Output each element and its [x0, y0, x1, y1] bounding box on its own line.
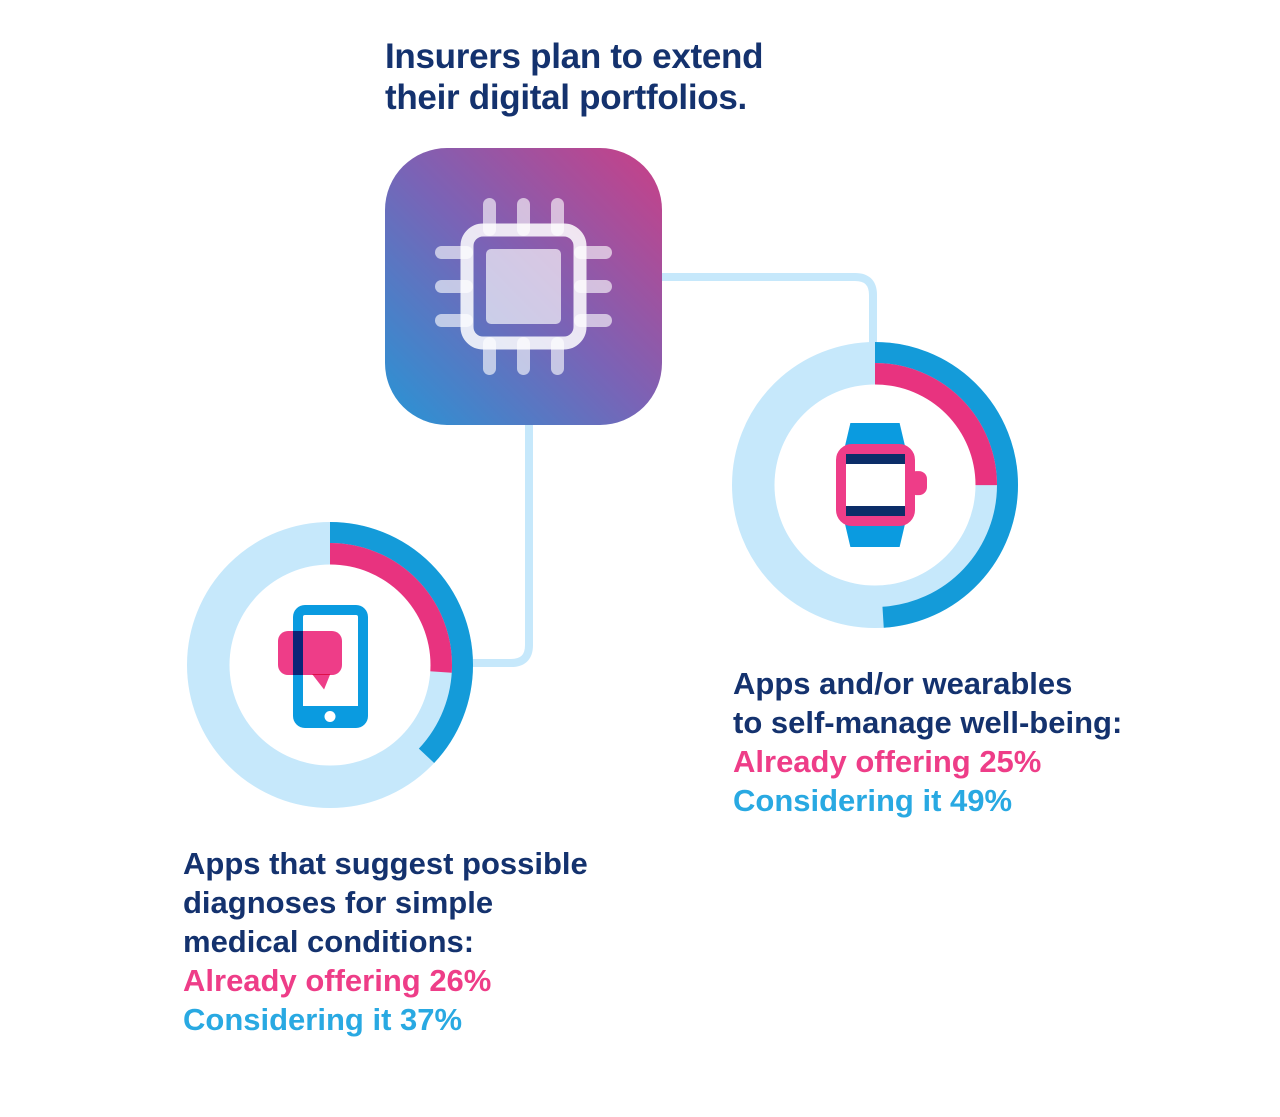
smartwatch-icon — [829, 423, 927, 547]
caption-line: Apps and/or wearables — [733, 666, 1073, 701]
watch-strap-top — [845, 423, 905, 446]
watch-body — [835, 444, 927, 526]
phone-home-button — [324, 710, 336, 722]
donut-arc-offering — [753, 363, 997, 607]
chip-outline — [460, 223, 587, 350]
smartphone-chat-bubble-icon — [277, 604, 368, 728]
watch-crown — [911, 471, 927, 496]
donut-arc-offering — [208, 543, 452, 787]
stat-considering-it: Considering it 37% — [183, 1002, 463, 1037]
chip-core — [486, 249, 561, 324]
stat-already-offering: Already offering 26% — [183, 963, 492, 998]
donut-arc-considering — [187, 522, 473, 808]
stat-considering-it: Considering it 49% — [733, 783, 1013, 818]
caption-diagnosis-apps: Apps that suggest possible diagnoses for… — [183, 844, 588, 1039]
stat-already-offering: Already offering 25% — [733, 744, 1042, 779]
donut-chart-wearables — [732, 342, 1018, 628]
watch-band-top — [845, 454, 905, 464]
caption-wearables: Apps and/or wearables to self-manage wel… — [733, 664, 1122, 820]
caption-line: diagnoses for simple — [183, 885, 494, 920]
watch-strap-bottom — [845, 524, 905, 547]
title-line-2: their digital portfolios. — [385, 78, 747, 117]
chat-bubble — [277, 630, 342, 675]
title-line-1: Insurers plan to extend — [385, 37, 764, 76]
donut-chart-diagnosis-apps — [187, 522, 473, 808]
digital-hub-tile — [385, 148, 662, 425]
page-title: Insurers plan to extend their digital po… — [385, 36, 763, 118]
connector-chip-to-phone-donut — [470, 420, 533, 667]
connector-chip-to-watch-donut — [662, 273, 877, 346]
donut-rings — [732, 342, 1018, 628]
caption-line: Apps that suggest possible — [183, 846, 588, 881]
caption-line: to self-manage well-being: — [733, 705, 1123, 740]
processor-chip-icon — [385, 148, 662, 425]
caption-line: medical conditions: — [183, 924, 475, 959]
donut-arc-considering — [732, 342, 1018, 628]
watch-band-bottom — [845, 506, 905, 516]
